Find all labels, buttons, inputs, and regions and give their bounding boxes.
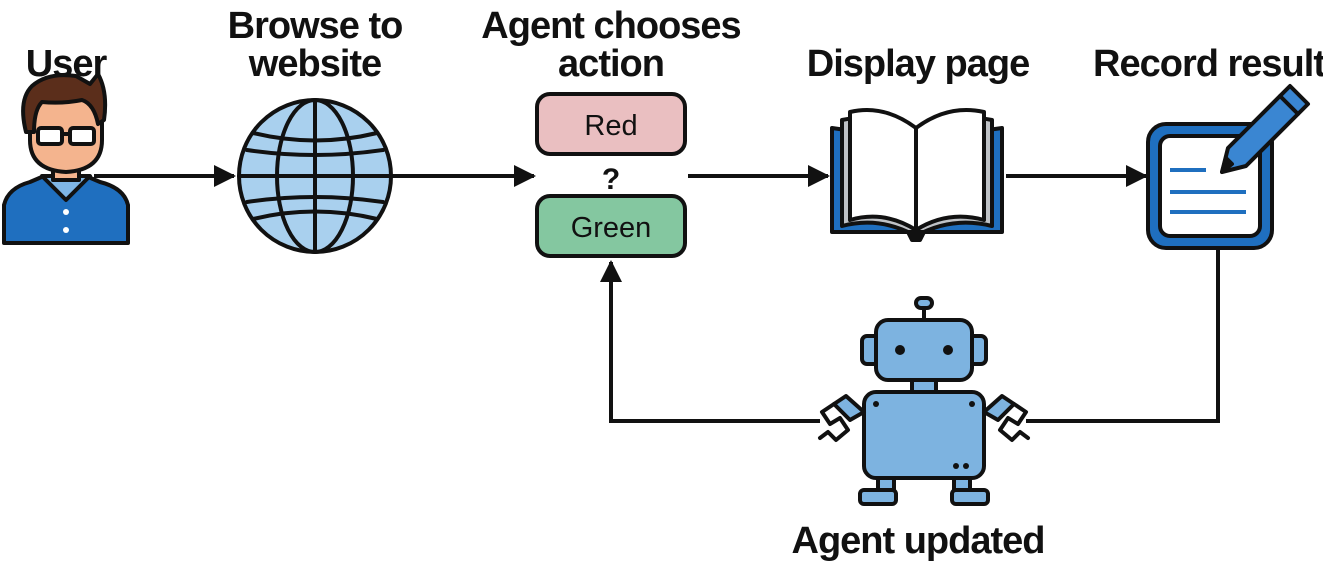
- agent-chooses-label-line1: Agent chooses: [481, 5, 740, 47]
- action-red-box: Red: [535, 92, 687, 156]
- globe-icon: [237, 98, 393, 254]
- feedback-arrow-robot-to-green: [600, 260, 820, 423]
- robot-icon: [818, 296, 1030, 506]
- action-red-label: Red: [584, 110, 637, 142]
- feedback-line-record-to-robot: [1026, 250, 1220, 423]
- notepad-icon: [1146, 84, 1310, 250]
- browse-label-line1: Browse to: [228, 5, 403, 47]
- user-icon: [2, 72, 130, 245]
- agent-chooses-label-line2: action: [558, 43, 664, 85]
- agent-updated-label: Agent updated: [792, 520, 1045, 562]
- browse-label-line2: website: [248, 43, 381, 85]
- book-icon: [830, 108, 1004, 242]
- action-green-box: Green: [535, 194, 687, 258]
- question-mark: ?: [602, 163, 620, 196]
- display-page-label: Display page: [807, 43, 1029, 85]
- action-green-label: Green: [571, 212, 652, 244]
- record-result-label: Record result: [1093, 43, 1323, 85]
